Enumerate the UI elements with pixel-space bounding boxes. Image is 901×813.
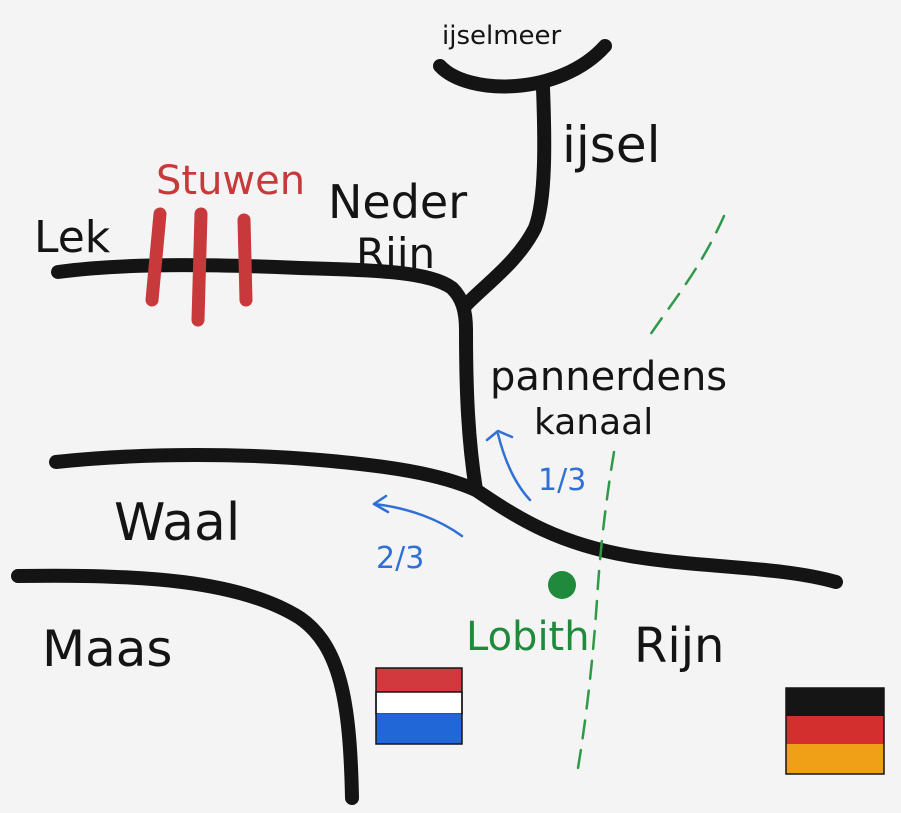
- weir-3: [237, 213, 253, 307]
- lobith-label: Lobith: [466, 614, 590, 660]
- ijsselmeer-shore: [433, 39, 612, 94]
- ijssel-river: [459, 81, 552, 312]
- flow-arrow-icon: [372, 494, 464, 538]
- weirs: [145, 207, 253, 327]
- pannerdens-label-line1: pannerdens: [490, 354, 727, 400]
- pannerdens-kanaal: [459, 323, 483, 497]
- germany-flag-icon: [785, 687, 885, 775]
- weir-1: [145, 207, 167, 307]
- maas-river: [11, 568, 359, 805]
- netherlands-flag-icon: [375, 667, 463, 745]
- waal-river: [49, 448, 483, 497]
- rijn-river: [469, 483, 843, 589]
- pannerdens-label-line2: kanaal: [534, 402, 653, 443]
- national-border: [576, 214, 726, 770]
- share-waal-label: 2/3: [376, 541, 424, 576]
- maas-label: Maas: [42, 620, 172, 678]
- nederrijn-label-line2: Rijn: [356, 229, 435, 278]
- nederrijn-label-line1: Neder: [328, 175, 467, 229]
- weir-2: [191, 207, 208, 327]
- share-pannerdens-label: 1/3: [538, 463, 586, 498]
- location-dot-icon: [548, 571, 576, 599]
- flow-arrow-icon: [485, 429, 532, 502]
- stuwen-label: Stuwen: [156, 158, 305, 204]
- ijssel-label: ijsel: [562, 116, 661, 174]
- ijsselmeer-label: ijselmeer: [442, 21, 562, 51]
- lek-label: Lek: [34, 212, 111, 263]
- waal-label: Waal: [114, 493, 240, 553]
- rijn-label: Rijn: [634, 618, 724, 674]
